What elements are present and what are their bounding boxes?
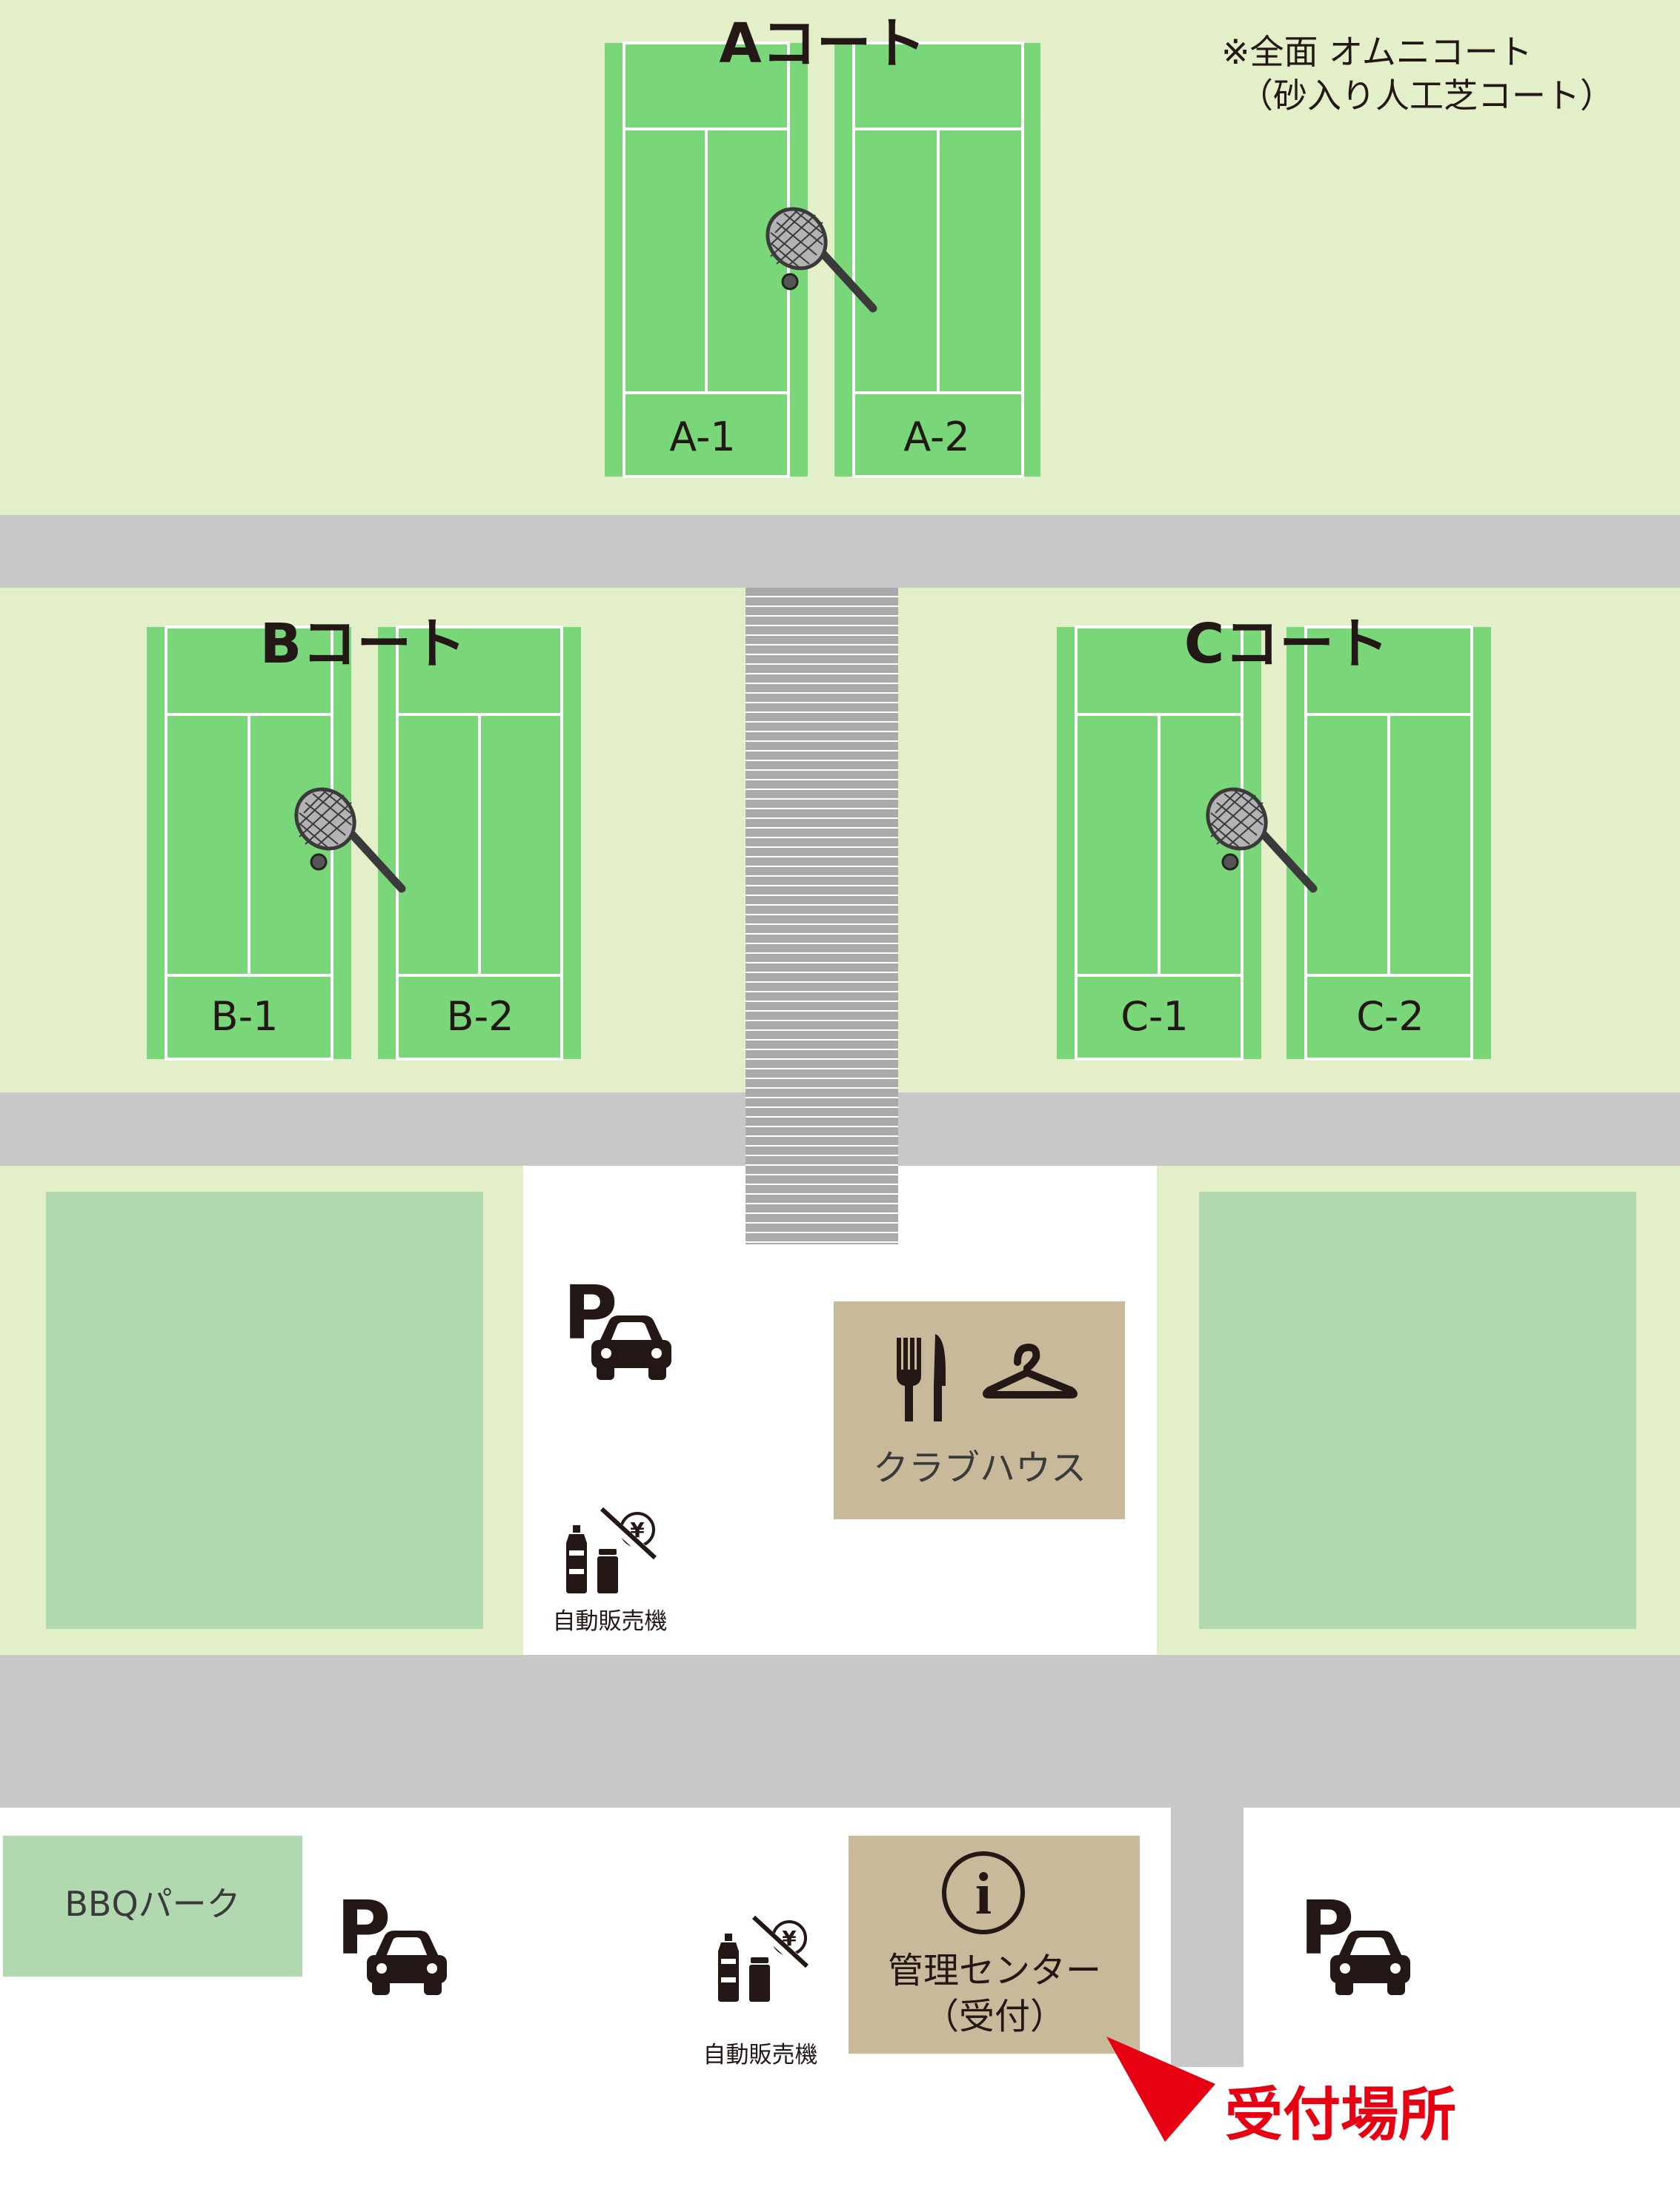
road-spur (1171, 1808, 1244, 2067)
management-sub-label: （受付） (923, 1996, 1066, 2037)
vending-label: 自動販売機 (553, 1608, 668, 1635)
vending-center: ¥ 自動販売機 (553, 1509, 668, 1635)
court-c-1-label: C-1 (1120, 993, 1189, 1040)
reception-arrow-icon (1106, 2037, 1215, 2142)
yen-icon: ¥ (630, 1518, 645, 1542)
management-center[interactable]: i 管理センター （受付） (849, 1836, 1140, 2054)
court-a-title: Aコート (719, 12, 926, 76)
reception-label: 受付場所 (1225, 2082, 1456, 2148)
parking-left: P (336, 1885, 447, 1995)
parking-center: P (563, 1270, 671, 1380)
clubhouse-label: クラブハウス (873, 1447, 1086, 1489)
court-a-1[interactable] (605, 42, 808, 478)
court-b-2[interactable] (378, 626, 581, 1061)
court-c-2[interactable] (1286, 626, 1491, 1061)
surface-note-line2: （砂入り人工芝コート） (1239, 76, 1614, 116)
court-a-2-label: A-2 (903, 414, 970, 460)
court-b: Bコート B-1 B-2 (147, 612, 581, 1061)
field-right (1199, 1192, 1636, 1629)
court-c: Cコート C-1 C-2 (1057, 612, 1491, 1061)
bbq-park[interactable]: BBQパーク (3, 1836, 302, 1977)
court-c-1[interactable] (1057, 626, 1261, 1061)
surface-note-line1: ※全面 オムニコート (1221, 32, 1533, 72)
road-south (0, 1655, 1680, 1808)
yen-icon: ¥ (782, 1926, 797, 1951)
court-a: Aコート A-1 A-2 (605, 12, 1040, 478)
bbq-park-label: BBQパーク (64, 1884, 240, 1924)
court-b-title: Bコート (260, 612, 466, 676)
info-icon (942, 1851, 1025, 1934)
fork-knife-icon (897, 1334, 946, 1421)
clubhouse[interactable]: クラブハウス (834, 1301, 1125, 1519)
stairs (746, 588, 898, 1244)
vending-label: 自動販売機 (703, 2042, 818, 2068)
info-icon-glyph: i (975, 1862, 992, 1927)
parking-right: P (1300, 1885, 1410, 1995)
court-c-title: Cコート (1184, 612, 1389, 676)
hanger-icon (983, 1344, 1078, 1398)
field-left (46, 1192, 483, 1629)
management-label: 管理センター (888, 1950, 1101, 1991)
court-b-1-label: B-1 (211, 993, 279, 1040)
court-b-2-label: B-2 (447, 993, 514, 1040)
court-c-2-label: C-2 (1356, 993, 1424, 1040)
vending-south: ¥ 自動販売機 (703, 1917, 818, 2068)
road-north (0, 515, 1680, 588)
court-a-2[interactable] (834, 42, 1040, 478)
court-a-1-label: A-1 (669, 414, 736, 460)
